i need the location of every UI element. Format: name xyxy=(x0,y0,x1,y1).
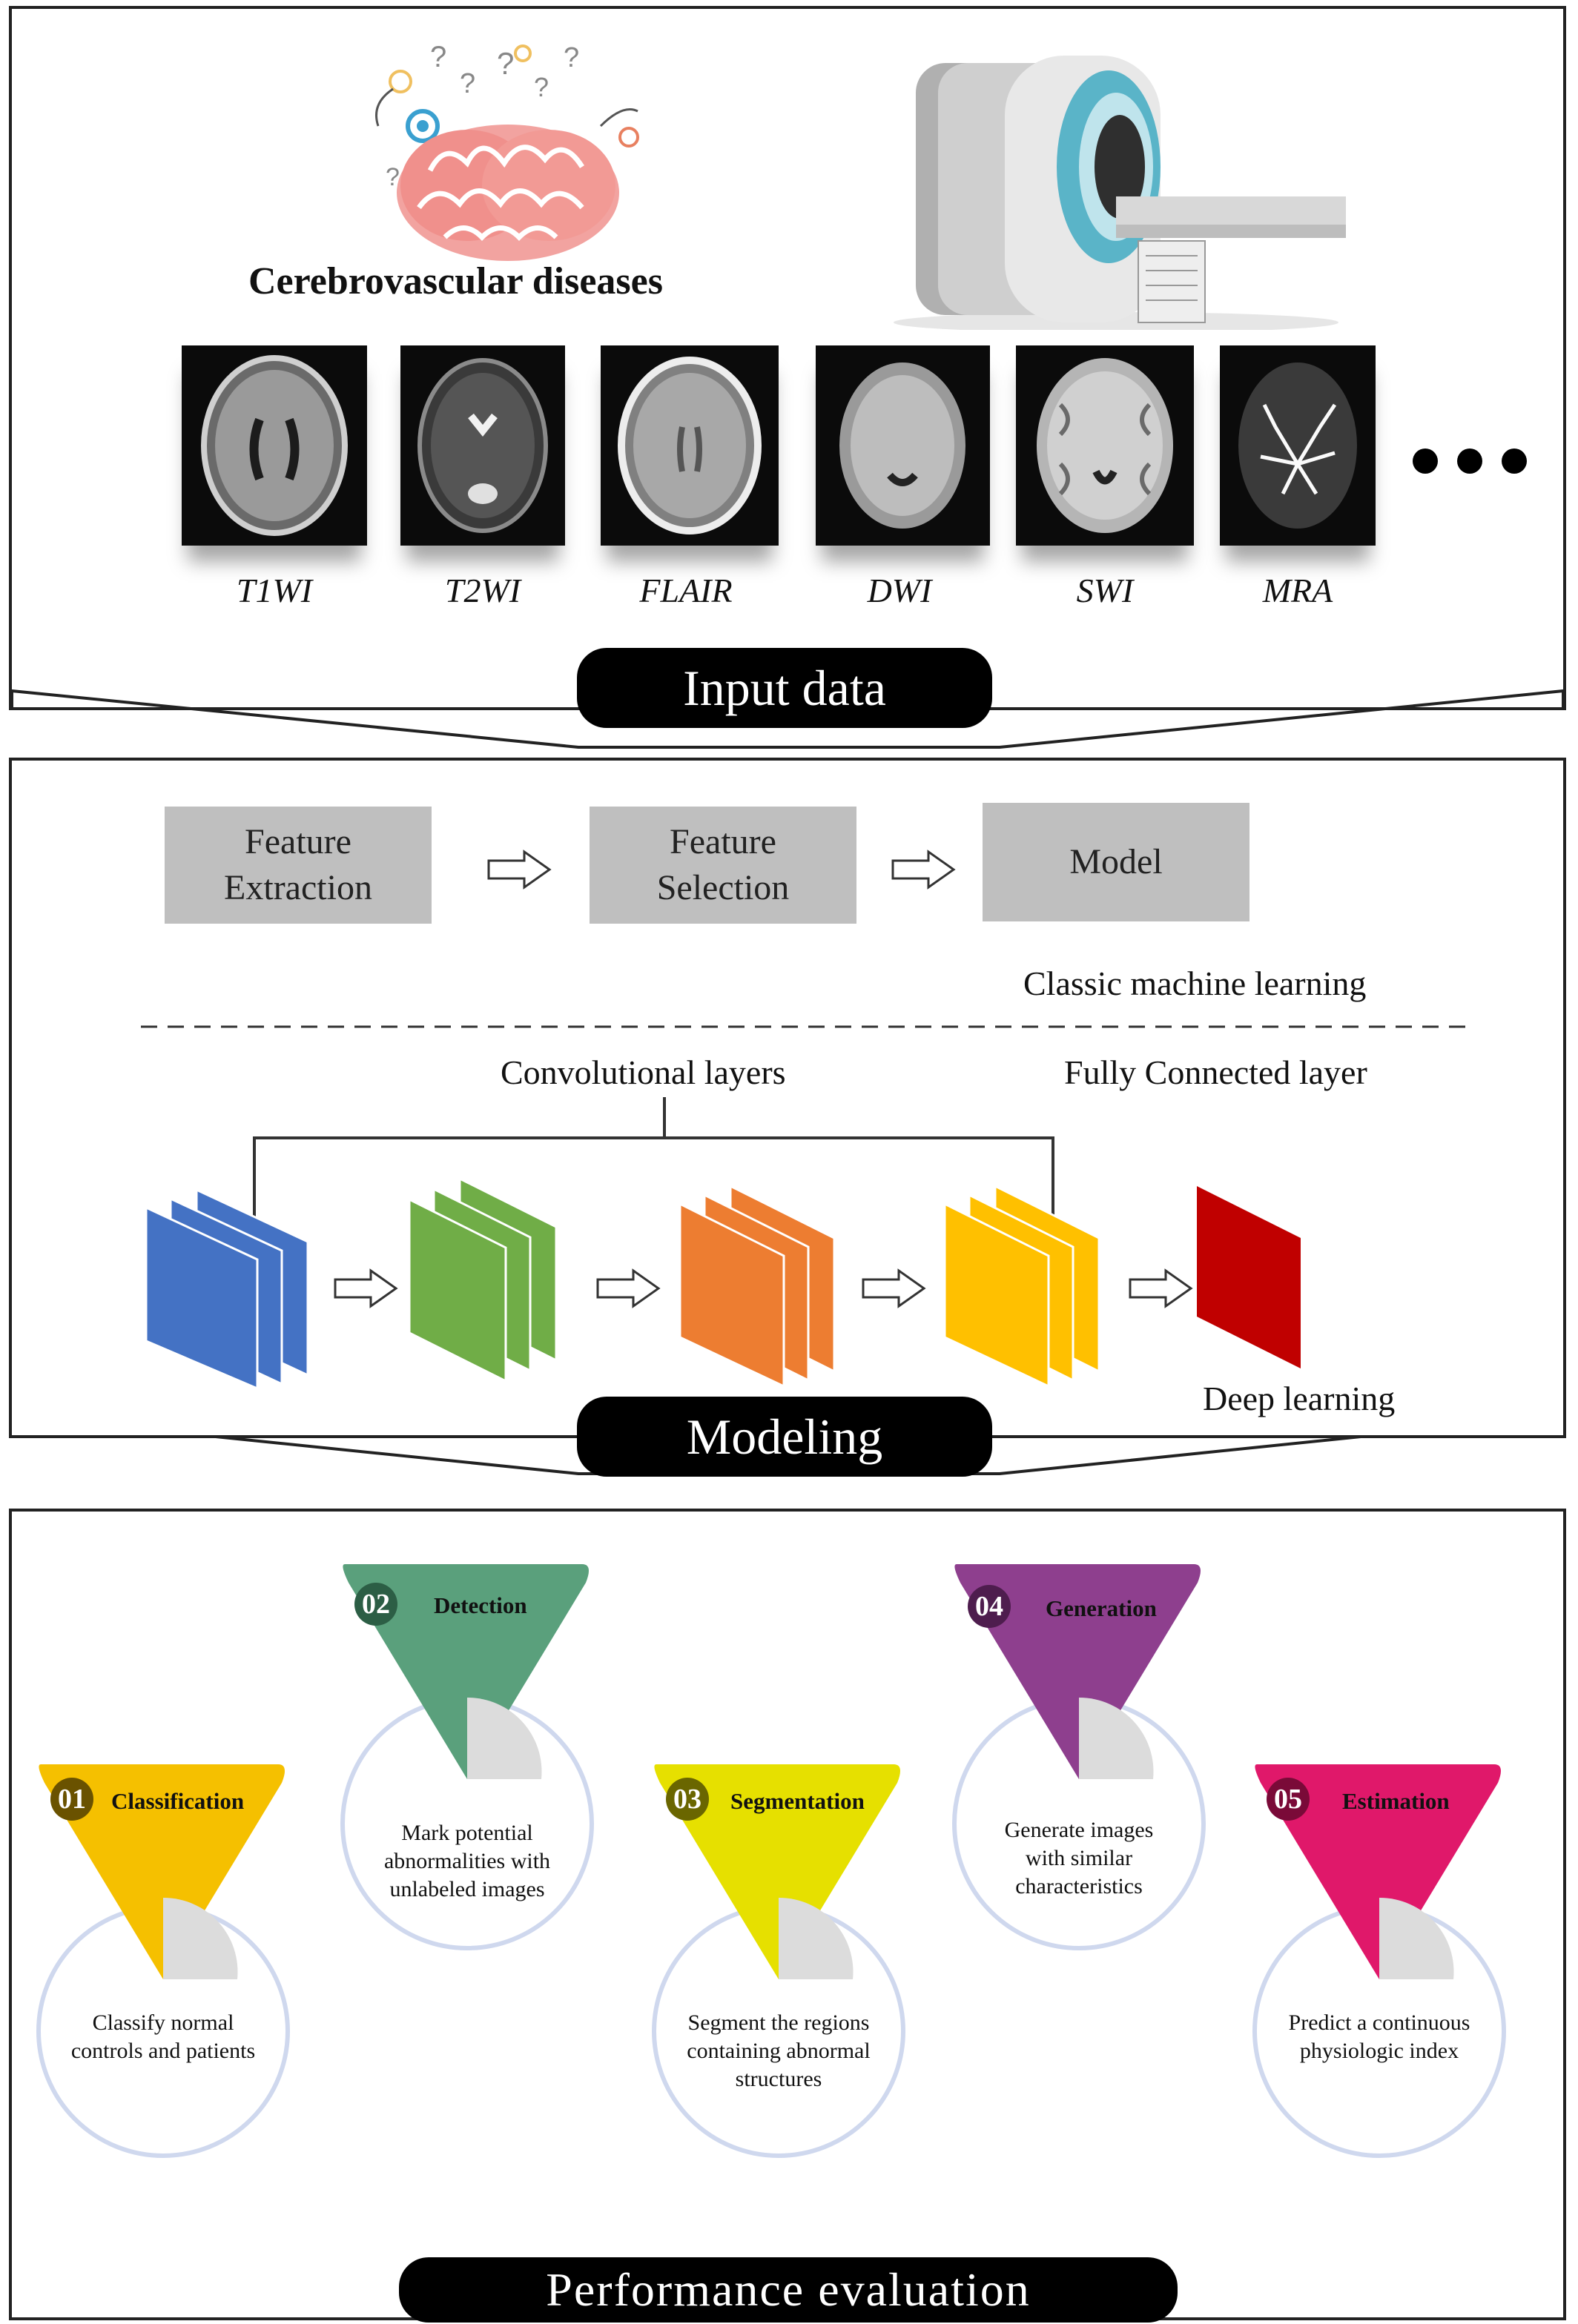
more-ellipsis-icon xyxy=(1413,448,1546,477)
modality-label-flair: FLAIR xyxy=(639,572,733,609)
fc-layer-label: Fully Connected layer xyxy=(1064,1053,1367,1091)
classic-ml-label: Classic machine learning xyxy=(1023,964,1367,1002)
arrow-icon xyxy=(334,1268,398,1308)
conv-layer-stack-blue xyxy=(145,1190,309,1390)
task-text-segmentation: Segment the regions containing abnormal … xyxy=(687,2010,871,2091)
svg-text:?: ? xyxy=(430,41,446,73)
mri-t2wi-image xyxy=(400,345,565,546)
arrow-icon xyxy=(862,1268,926,1308)
feature-selection-box: Feature Selection xyxy=(590,807,856,924)
task-title-segmentation: Segmentation xyxy=(730,1788,865,1814)
svg-text:?: ? xyxy=(386,163,400,191)
conv-layer-stack-green xyxy=(408,1179,558,1383)
task-text-generation: Generate images with similar characteris… xyxy=(1004,1818,1154,1898)
modality-label-dwi: DWI xyxy=(867,572,932,609)
performance-evaluation-pill: Performance evaluation xyxy=(399,2257,1178,2323)
segmentation-card-graphic xyxy=(652,1764,905,2158)
task-number-01: 01 xyxy=(50,1778,93,1821)
task-number-02: 02 xyxy=(354,1583,397,1626)
detection-card-graphic xyxy=(340,1564,594,1950)
input-data-pill: Input data xyxy=(577,648,992,728)
conv-bracket xyxy=(253,1097,1054,1245)
conv-layer-stack-yellow xyxy=(943,1186,1100,1388)
task-number-05: 05 xyxy=(1267,1778,1310,1821)
conv-layers-label: Convolutional layers xyxy=(501,1053,786,1091)
mri-swi-image xyxy=(1016,345,1194,546)
fc-layer-red xyxy=(1197,1186,1301,1368)
mri-mra-image xyxy=(1220,345,1376,546)
task-text-detection: Mark potential abnormalities with unlabe… xyxy=(383,1821,551,1901)
task-text-classification: Classify normal controls and patients xyxy=(70,2010,256,2063)
divider-dashed xyxy=(141,1025,1468,1028)
brain-icon: ? ? ? ? ? ? xyxy=(375,41,639,261)
task-title-estimation: Estimation xyxy=(1342,1788,1450,1814)
deep-learning-label: Deep learning xyxy=(1203,1380,1396,1417)
task-title-classification: Classification xyxy=(111,1788,245,1814)
feature-extraction-label: Feature Extraction xyxy=(224,822,372,907)
task-text-estimation: Predict a continuous physiologic index xyxy=(1288,2010,1470,2063)
classification-card-graphic xyxy=(36,1764,290,2158)
modeling-pill: Modeling xyxy=(577,1397,992,1477)
arrow-icon xyxy=(596,1268,661,1308)
modality-label-t1wi: T1WI xyxy=(236,572,313,609)
conv-layer-stack-orange xyxy=(679,1186,836,1388)
arrow-icon xyxy=(487,850,552,890)
modality-label-t2wi: T2WI xyxy=(444,572,521,609)
estimation-card-graphic xyxy=(1252,1764,1506,2158)
model-label: Model xyxy=(1069,842,1163,881)
modality-label-swi: SWI xyxy=(1076,572,1134,609)
svg-text:?: ? xyxy=(497,46,514,81)
mri-scanner-icon xyxy=(894,56,1346,330)
mri-flair-image xyxy=(601,345,779,546)
disease-label: Cerebrovascular diseases xyxy=(248,260,663,302)
task-number-04: 04 xyxy=(968,1585,1011,1628)
svg-text:?: ? xyxy=(534,72,549,102)
feature-selection-label: Feature Selection xyxy=(656,822,790,907)
task-title-generation: Generation xyxy=(1046,1595,1157,1621)
modality-label-mra: MRA xyxy=(1262,572,1333,609)
model-box: Model xyxy=(983,803,1249,921)
feature-extraction-box: Feature Extraction xyxy=(165,807,432,924)
svg-text:?: ? xyxy=(460,68,475,99)
mri-dwi-image xyxy=(816,345,990,546)
mri-t1wi-image xyxy=(182,345,367,546)
arrow-icon xyxy=(1129,1268,1193,1308)
arrow-icon xyxy=(891,850,956,890)
task-number-03: 03 xyxy=(666,1778,709,1821)
task-title-detection: Detection xyxy=(434,1592,527,1618)
svg-text:?: ? xyxy=(564,42,579,73)
generation-card-graphic xyxy=(952,1564,1206,1950)
